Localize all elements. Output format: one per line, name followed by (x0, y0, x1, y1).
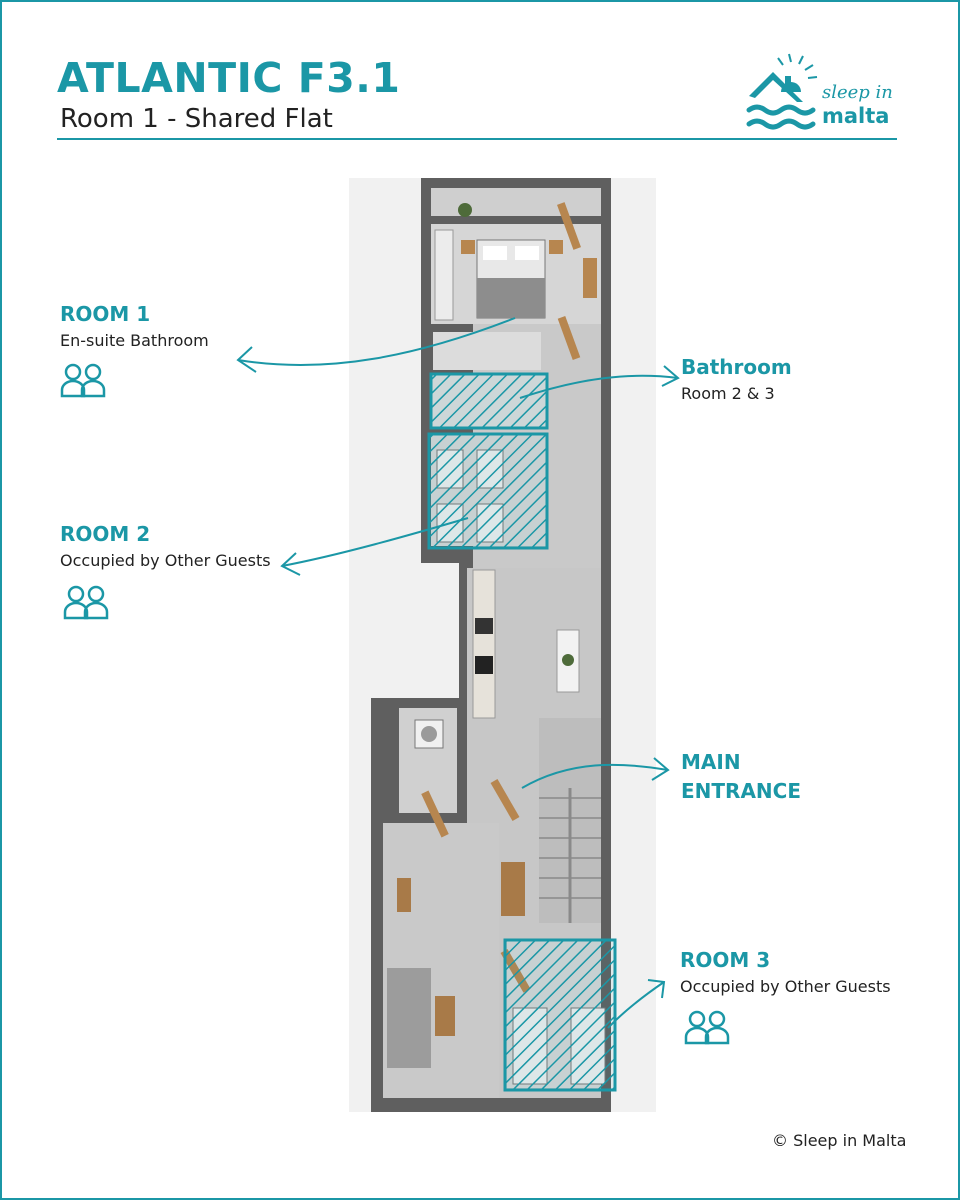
room2-highlight (427, 432, 549, 550)
kitchen-counter (472, 569, 496, 719)
room1-title: ROOM 1 (60, 302, 151, 326)
title-divider (57, 138, 897, 140)
room3-description: Occupied by Other Guests (680, 977, 891, 996)
room3-guests-icon (684, 1010, 730, 1045)
room3-title: ROOM 3 (680, 948, 771, 972)
entrance-line-2: ENTRANCE (681, 779, 801, 803)
bathroom-highlight (429, 372, 549, 430)
coffee-table (435, 996, 455, 1036)
brand-line-1: sleep in (822, 82, 893, 103)
room2-title: ROOM 2 (60, 522, 151, 546)
room3-highlight (503, 938, 617, 1092)
copyright-notice: © Sleep in Malta (772, 1131, 907, 1150)
room2-guests-icon (63, 585, 109, 620)
page-subtitle: Room 1 - Shared Flat (60, 104, 333, 134)
sofa (387, 968, 431, 1068)
top-balcony (431, 188, 601, 216)
entrance-line-1: MAIN (681, 750, 741, 774)
floor-plan (349, 178, 656, 1112)
room1-guests-icon (60, 363, 106, 398)
room1-description: En-suite Bathroom (60, 331, 209, 350)
bathroom-description: Room 2 & 3 (681, 384, 775, 403)
ensuite-floor (433, 332, 541, 370)
sleep-in-malta-logo-icon (746, 53, 818, 130)
brand-line-2: malta (822, 104, 890, 128)
room2-description: Occupied by Other Guests (60, 551, 271, 570)
bathroom-title: Bathroom (681, 355, 792, 379)
page-title: ATLANTIC F3.1 (57, 54, 401, 102)
